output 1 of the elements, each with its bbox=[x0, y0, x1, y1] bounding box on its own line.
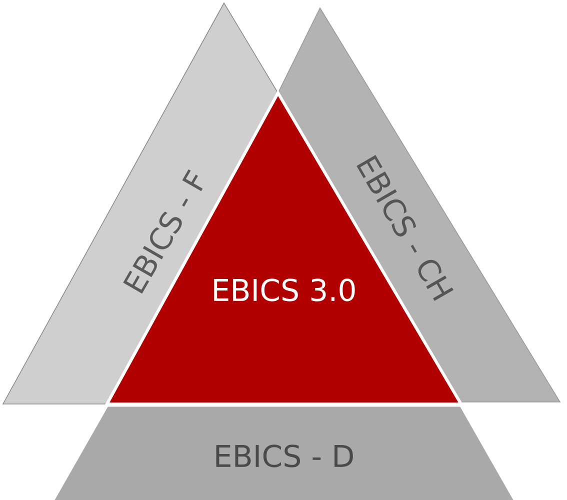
trapezoid: EBICS - D bbox=[54, 406, 514, 500]
